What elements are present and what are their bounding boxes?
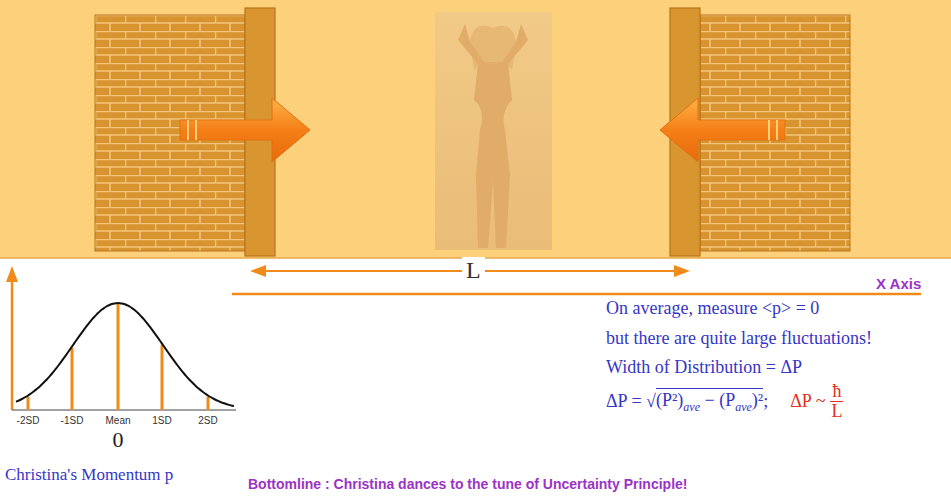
dimension-arrowhead [674,265,690,277]
note-text: Width of Distribution = ΔP [606,357,802,378]
photo-frame [435,12,552,250]
zero-label: 0 [113,427,124,452]
tick-label: Mean [105,415,130,427]
gaussian-curve [16,303,234,406]
figure-body [474,62,512,248]
sd-bar [27,397,30,410]
formula-part: ΔP = √ [606,391,656,412]
bottomline-note: Bottomline : Christina dances to the tun… [248,476,688,492]
sd-bars [28,304,208,410]
baseline [12,410,236,411]
arrow-stripe [776,120,778,140]
faded-photo [435,12,552,250]
formula-part: (P²) [656,390,683,410]
formula-part: ; [763,391,768,412]
dimension-label: L [462,257,485,285]
y-axis-arrowhead [6,266,18,282]
axis-label: X Axis [876,275,921,292]
tick-label: 1SD [152,415,171,427]
dimension-arrowhead [250,265,266,277]
y-axis-line [11,280,14,410]
push-arrow [660,98,785,162]
tick-label: -2SD [17,415,40,427]
top-panel [0,0,951,258]
subscript: ave [683,400,700,414]
arrow-stripe [195,120,197,140]
sd-bar [117,304,120,410]
radical-bar: (P²)ave − (Pave)² [656,388,763,415]
numerator: ħ [830,382,843,402]
subscript: ave [735,400,752,414]
denominator: L [829,402,844,421]
tick-label: 2SD [198,415,217,427]
arrow-stripe [768,120,770,140]
arrow-stripe [187,120,189,140]
formula-part: )² [752,390,763,410]
tick-label: -1SD [61,415,84,427]
push-arrow [180,98,310,162]
fraction: ħL [829,382,844,421]
relation-part: ΔP ~ [790,391,825,412]
sd-bar [207,397,210,410]
sd-bar [161,345,164,410]
figure-arm [502,24,528,64]
note-text: On average, measure <p> = 0 [606,298,819,319]
x-axis-line [232,293,921,296]
formula: ΔP = √(P²)ave − (Pave)²;ΔP ~ħL [606,382,844,421]
sd-bar [71,348,74,410]
axis-title: Christina's Momentum p [5,465,173,485]
note-text: but there are quite large fluctuations! [606,328,872,349]
figure-arm [458,24,484,64]
formula-part: − (P [700,390,735,410]
